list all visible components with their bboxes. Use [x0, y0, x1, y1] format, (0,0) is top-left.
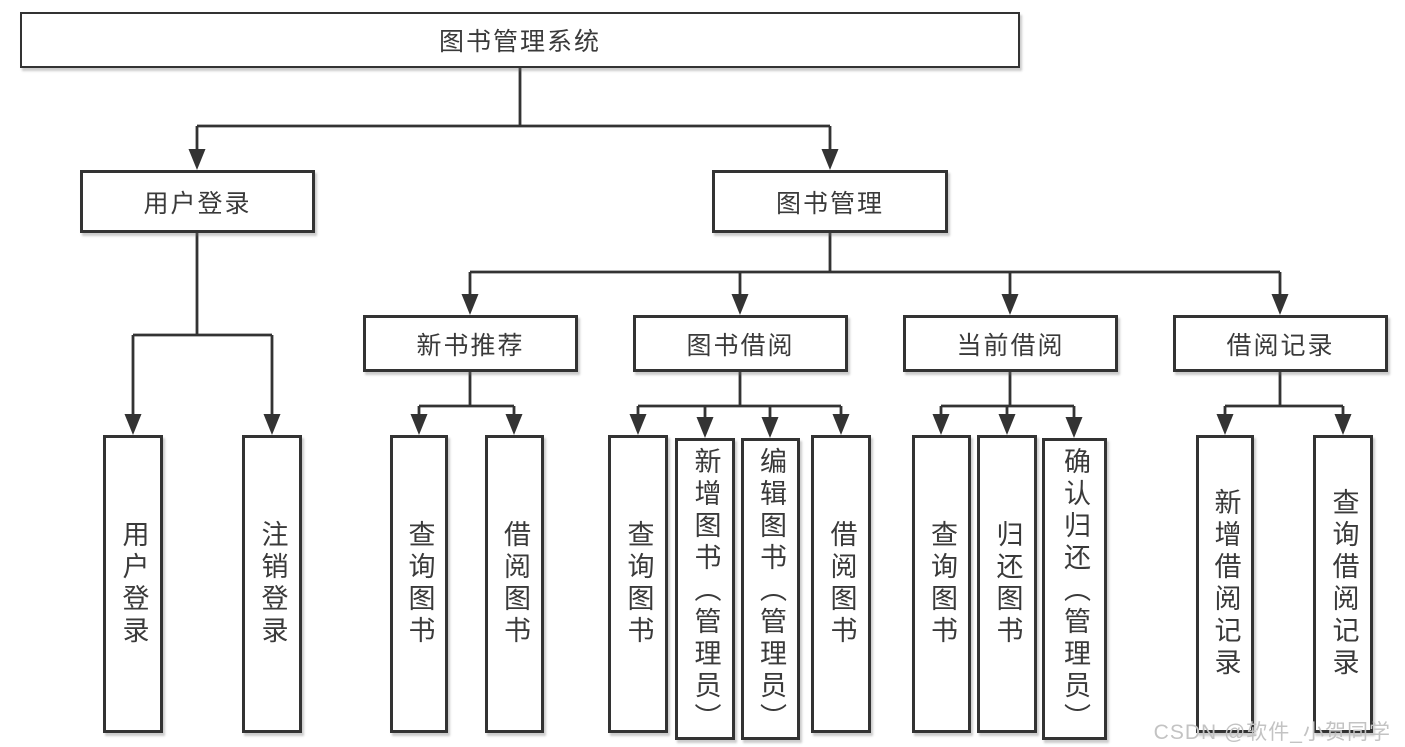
- node-borrowing-records: 借阅记录: [1173, 315, 1388, 372]
- node-book-management-branch: 图书管理: [712, 170, 948, 233]
- leaf-bb-add-book-admin: 新增图书（管理员）: [675, 438, 735, 740]
- watermark: CSDN @软件_小贺同学: [1153, 721, 1391, 744]
- node-current-borrowing: 当前借阅: [903, 315, 1118, 372]
- connector-root-to-branches: [188, 68, 839, 170]
- leaf-logout: 注销登录: [242, 435, 302, 733]
- node-root-library-system: 图书管理系统: [20, 12, 1020, 68]
- leaf-cb-confirm-return-admin: 确认归还（管理员）: [1042, 438, 1107, 740]
- leaf-rec-borrow-books: 借阅图书: [485, 435, 544, 733]
- leaf-br-query-record: 查询借阅记录: [1313, 435, 1373, 733]
- connector-new-book-rec-to-leaves: [410, 372, 523, 435]
- connector-current-borrow-to-leaves: [932, 372, 1083, 438]
- leaf-bb-edit-book-admin: 编辑图书（管理员）: [741, 438, 800, 740]
- connector-book-borrow-to-leaves: [629, 372, 850, 438]
- leaf-user-login: 用户登录: [103, 435, 163, 733]
- leaf-rec-query-books: 查询图书: [390, 435, 448, 733]
- leaf-br-add-record: 新增借阅记录: [1196, 435, 1254, 733]
- leaf-bb-borrow-books: 借阅图书: [811, 435, 871, 733]
- connector-book-mgmt-to-modules: [461, 233, 1289, 315]
- node-new-book-recommendation: 新书推荐: [363, 315, 578, 372]
- connector-user-login-to-leaves: [124, 233, 281, 435]
- connector-borrow-records-to-leaves: [1216, 372, 1352, 435]
- leaf-bb-query-books: 查询图书: [608, 435, 668, 733]
- node-book-borrowing: 图书借阅: [633, 315, 848, 372]
- leaf-cb-return-book: 归还图书: [977, 435, 1037, 733]
- node-user-login-branch: 用户登录: [80, 170, 315, 233]
- leaf-cb-query-books: 查询图书: [912, 435, 971, 733]
